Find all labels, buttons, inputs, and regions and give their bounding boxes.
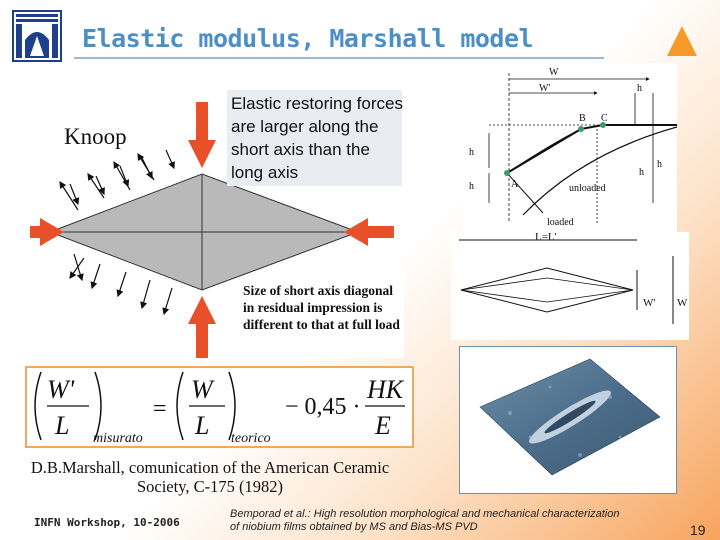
label-hs: h <box>637 83 642 94</box>
orange-triangle-icon <box>665 24 699 58</box>
label-l-equals-l-prime: L=L' <box>535 232 557 243</box>
label-w-rhombus: W <box>677 297 688 309</box>
marshall-formula: W' L misurato = W L teorico − 0,45 · HK … <box>25 366 414 448</box>
knoop-indent-drawing <box>30 102 394 358</box>
lhs-denominator: L <box>54 411 69 440</box>
equals-sign: = <box>153 396 167 422</box>
e-denominator: E <box>374 411 391 440</box>
lhs-numerator: W' <box>47 375 75 404</box>
hk-numerator: HK <box>366 375 405 404</box>
rhs-subscript: teorico <box>231 431 271 446</box>
indent-profile-diagram: W W' B C A h h h h h unloaded loaded <box>463 63 678 233</box>
knoop-label: Knoop <box>64 124 127 149</box>
label-he: h <box>469 181 474 192</box>
rhombus-diagram: L=L' W' W <box>451 231 689 340</box>
elastic-restoring-note: Elastic restoring forces are larger alon… <box>231 94 403 182</box>
label-hr: h <box>469 147 474 158</box>
lhs-subscript: misurato <box>93 431 143 446</box>
coefficient: − 0,45 · <box>285 394 361 420</box>
title-underline <box>74 57 604 59</box>
short-axis-note: Size of short axis diagonal in residual … <box>243 283 400 332</box>
page-number: 19 <box>690 522 706 538</box>
label-unloaded: unloaded <box>569 183 606 194</box>
afm-indent-image <box>459 346 677 494</box>
rhs-numerator: W <box>191 375 215 404</box>
label-hp: h <box>639 167 644 178</box>
note-background <box>227 90 402 186</box>
label-c: C <box>601 113 608 124</box>
label-ht: h <box>657 159 662 170</box>
label-w-prime: W' <box>539 83 550 94</box>
rhs-denominator: L <box>194 411 209 440</box>
reference-citation: D.B.Marshall, comunication of the Americ… <box>30 458 390 496</box>
footer-workshop: INFN Workshop, 10-2006 <box>34 516 180 529</box>
label-a: A <box>511 179 519 190</box>
institution-logo <box>12 10 62 62</box>
label-w: W <box>549 67 559 78</box>
label-loaded: loaded <box>547 217 574 228</box>
slide-title: Elastic modulus, Marshall model <box>82 24 534 53</box>
label-b: B <box>579 113 586 124</box>
footer-citation: Bemporad et al.: High resolution morphol… <box>230 508 620 533</box>
label-w-prime-rhombus: W' <box>643 297 655 309</box>
force-arrows <box>30 102 394 358</box>
